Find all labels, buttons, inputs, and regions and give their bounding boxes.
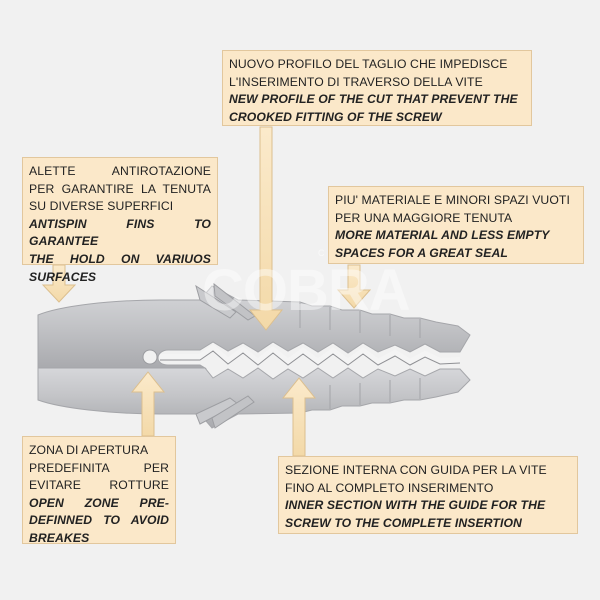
callout-cut-profile-it-line-2: L'INSERIMENTO DI TRAVERSO DELLA VITE bbox=[229, 74, 483, 89]
plug-channel-shadow bbox=[160, 350, 461, 366]
callout-open-zone: ZONA DI APERTURA PREDEFINITA PER EVITARE… bbox=[22, 436, 176, 545]
callout-cut-profile: NUOVO PROFILO DEL TAGLIO CHE IMPEDISCE L… bbox=[222, 50, 532, 126]
callout-antispin-en-line-1: ANTISPIN FINS TO GARANTEE bbox=[29, 216, 211, 249]
callout-cut-profile-en-line-2: CROOKED FITTING OF THE SCREW bbox=[229, 109, 442, 124]
callout-inner-section-it-line-2: FINO AL COMPLETO INSERIMENTO bbox=[285, 480, 494, 495]
callout-inner-section-it-line-1: SEZIONE INTERNA CON GUIDA PER LA VITE bbox=[285, 463, 547, 477]
callout-more-material-en-line-2: SPACES FOR A GREAT SEAL bbox=[335, 245, 508, 260]
callout-more-material-it-line-2: PER UNA MAGGIORE TENUTA bbox=[335, 210, 513, 225]
watermark-text: COBRA bbox=[202, 258, 410, 323]
callout-inner-section-en-line-1: INNER SECTION WITH THE GUIDE FOR THE bbox=[285, 498, 546, 513]
plug-lower-half bbox=[37, 367, 471, 429]
callout-cut-profile-en-line-1: NEW PROFILE OF THE CUT THAT PREVENT THE bbox=[229, 92, 518, 107]
arrow-top-right bbox=[336, 264, 372, 309]
callout-antispin-it-line-3: SU DIVERSE SUPERFICI bbox=[29, 199, 174, 214]
callout-more-material-it-line-1: PIU' MATERIALE E MINORI SPAZI VUOTI bbox=[335, 193, 570, 207]
plug-upper-half bbox=[37, 285, 471, 369]
callout-cut-profile-it-line-1: NUOVO PROFILO DEL TAGLIO CHE IMPEDISCE bbox=[229, 57, 508, 71]
callout-open-zone-it-line-3: EVITARE ROTTURE bbox=[29, 478, 169, 493]
arrow-top-left bbox=[41, 264, 77, 303]
callout-inner-section-en-line-2: SCREW TO THE COMPLETE INSERTION bbox=[285, 515, 522, 530]
callout-inner-section: SEZIONE INTERNA CON GUIDA PER LA VITE FI… bbox=[278, 456, 578, 534]
callout-open-zone-en-line-2: DEFINNED TO AVOID bbox=[29, 513, 169, 528]
plug-inner-channel bbox=[160, 344, 461, 366]
callout-open-zone-it-line-2: PREDEFINITA PER bbox=[29, 460, 169, 475]
arrow-top-center bbox=[248, 126, 284, 331]
callout-antispin-it-line-2: PER GARANTIRE LA TENUTA bbox=[29, 181, 211, 196]
callout-antispin-en-line-3: SURFACES bbox=[29, 269, 97, 284]
callout-antispin-fins: ALETTE ANTIROTAZIONE PER GARANTIRE LA TE… bbox=[22, 157, 218, 284]
callout-open-zone-it-line-1: ZONA DI APERTURA bbox=[29, 443, 149, 457]
callout-antispin-en-line-2: THE HOLD ON VARIUOS bbox=[29, 251, 211, 266]
antispin-fin-bottom-2 bbox=[211, 395, 255, 429]
callout-more-material: PIU' MATERIALE E MINORI SPAZI VUOTI PER … bbox=[328, 186, 584, 264]
callout-more-material-en-line-1: MORE MATERIAL AND LESS EMPTY bbox=[335, 228, 550, 243]
callout-arrows bbox=[41, 126, 372, 457]
antispin-fin-bottom-1 bbox=[195, 397, 239, 425]
callout-open-zone-en-line-3: BREAKES bbox=[29, 530, 90, 545]
plug-open-zone-slot bbox=[142, 349, 158, 365]
callout-antispin-it-line-1: ALETTE ANTIROTAZIONE bbox=[29, 164, 211, 178]
callout-open-zone-en-line-1: OPEN ZONE PRE- bbox=[29, 495, 169, 510]
antispin-fin-top-1 bbox=[195, 284, 237, 319]
